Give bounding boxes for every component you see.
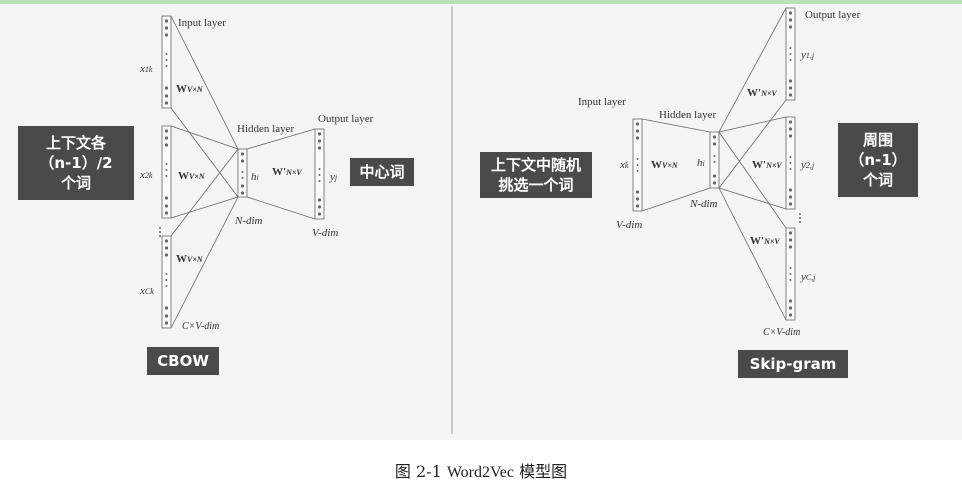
cbow-edge bbox=[170, 196, 239, 329]
skipgram-xk-label: xk bbox=[620, 159, 629, 171]
skipgram-y1j-label: y1,j bbox=[801, 49, 815, 61]
top-accent-bar bbox=[0, 0, 962, 4]
skipgram-edge bbox=[718, 99, 787, 189]
cbow-yj-label: yj bbox=[330, 171, 338, 183]
cbow-edge bbox=[170, 15, 239, 150]
skipgram-hidden-vector bbox=[709, 131, 720, 189]
cbow-output-weight-label: W'N×V bbox=[272, 166, 302, 178]
skipgram-edge bbox=[641, 187, 711, 212]
cbow-edge bbox=[246, 128, 316, 150]
skipgram-vdim-label: V-dim bbox=[616, 219, 643, 231]
skipgram-output-weight-label-1: W'N×V bbox=[747, 87, 777, 99]
cbow-edge bbox=[170, 125, 239, 150]
skipgram-nodes bbox=[635, 11, 801, 317]
cbow-edge bbox=[170, 107, 239, 198]
skipgram-y2j-label: y2,j bbox=[801, 159, 815, 171]
skipgram-model-name-tag: Skip-gram bbox=[738, 350, 848, 378]
skipgram-edge bbox=[718, 116, 787, 133]
skipgram-ndim-label: N-dim bbox=[690, 198, 718, 210]
cbow-output-layer-label: Output layer bbox=[318, 113, 374, 125]
cbow-input-vector-1 bbox=[161, 15, 172, 109]
cbow-model-name-tag: CBOW bbox=[147, 347, 219, 375]
cbow-vdim-label: V-dim bbox=[312, 227, 339, 239]
cbow-context-words-tag: 上下文各 （n-1）/2 个词 bbox=[18, 126, 134, 200]
cbow-weight-label-1: WV×N bbox=[176, 83, 203, 95]
word2vec-figure: Input layer Hidden layer Output layer x1… bbox=[0, 4, 962, 440]
skipgram-edge bbox=[718, 187, 787, 321]
skipgram-output-weight-label-2: W'N×V bbox=[752, 159, 782, 171]
cbow-hidden-layer-label: Hidden layer bbox=[237, 123, 295, 135]
skipgram-edge bbox=[718, 131, 787, 229]
cbow-x2k-label: x2k bbox=[140, 169, 153, 181]
cbow-ndim-label: N-dim bbox=[235, 215, 263, 227]
skipgram-ycj-label: yC,j bbox=[801, 271, 816, 283]
cbow-input-vector-c bbox=[161, 235, 172, 329]
skipgram-input-layer-label: Input layer bbox=[578, 96, 626, 108]
skipgram-edge bbox=[718, 7, 787, 133]
cbow-edge bbox=[170, 196, 239, 219]
cbow-hidden-h-label: hi bbox=[251, 171, 259, 183]
cbow-edge bbox=[246, 196, 316, 220]
cbow-weight-label-c: WV×N bbox=[176, 253, 203, 265]
skipgram-hidden-h-label: hi bbox=[697, 157, 705, 169]
cbow-x1k-label: x1k bbox=[140, 63, 153, 75]
cbow-nodes bbox=[159, 19, 322, 325]
cbow-center-word-tag: 中心词 bbox=[350, 158, 414, 186]
cbow-input-vector-2 bbox=[161, 125, 172, 219]
cbow-weight-label-2: WV×N bbox=[178, 170, 205, 182]
cbow-input-layer-label: Input layer bbox=[178, 17, 226, 29]
skipgram-weight-label: WV×N bbox=[651, 159, 678, 171]
cbow-edge bbox=[170, 148, 239, 237]
cbow-xck-label: xCk bbox=[140, 285, 154, 297]
skipgram-hidden-layer-label: Hidden layer bbox=[659, 109, 717, 121]
skipgram-edge bbox=[718, 187, 787, 210]
skipgram-output-weight-label-c: W'N×V bbox=[750, 235, 780, 247]
skipgram-surrounding-words-tag: 周围 （n-1） 个词 bbox=[838, 123, 918, 197]
figure-caption: 图 2-1 Word2Vec 模型图 bbox=[394, 462, 568, 481]
skipgram-cvdim-label: C×V-dim bbox=[763, 327, 801, 338]
network-diagram-svg bbox=[159, 6, 801, 434]
skipgram-edge bbox=[641, 118, 711, 133]
cbow-cvdim-label: C×V-dim bbox=[182, 321, 220, 332]
skipgram-input-word-tag: 上下文中随机 挑选一个词 bbox=[480, 152, 592, 198]
skipgram-output-layer-label: Output layer bbox=[805, 9, 861, 21]
